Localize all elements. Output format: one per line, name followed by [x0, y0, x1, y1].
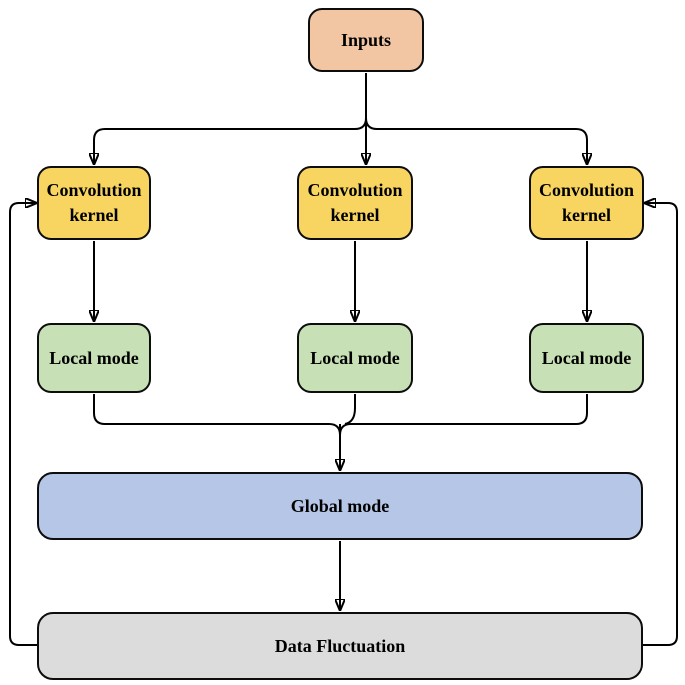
node-convolution-kernel-right: Convolution kernel	[529, 166, 644, 240]
node-convolution-kernel-middle: Convolution kernel	[297, 166, 413, 240]
edge-inputs-to-conv-left	[94, 117, 367, 163]
node-local-mode-middle-label: Local mode	[310, 347, 400, 368]
node-convolution-kernel-left: Convolution kernel	[37, 166, 151, 240]
edge-local-left-to-merge	[93, 394, 341, 436]
node-local-mode-right-label: Local mode	[541, 347, 632, 368]
edge-local-mid-to-merge	[344, 394, 356, 425]
edge-data-feedback-left	[9, 203, 37, 646]
edge-data-feedback-right	[643, 203, 678, 646]
node-data-fluctuation-label: Data Fluctuation	[274, 635, 406, 656]
node-data-fluctuation: Data Fluctuation	[37, 612, 643, 680]
edge-inputs-to-conv-right	[365, 117, 587, 163]
node-convolution-kernel-middle-label: Convolution kernel	[307, 180, 403, 225]
node-convolution-kernel-right-label: Convolution kernel	[538, 180, 635, 225]
node-local-mode-left: Local mode	[37, 323, 151, 393]
edge-local-right-to-merge	[339, 394, 588, 436]
node-local-mode-middle: Local mode	[297, 323, 413, 393]
node-convolution-kernel-left-label: Convolution kernel	[46, 180, 142, 225]
node-inputs: Inputs	[308, 8, 424, 72]
node-global-mode: Global mode	[37, 472, 643, 540]
node-local-mode-left-label: Local mode	[49, 347, 139, 368]
node-local-mode-right: Local mode	[529, 323, 644, 393]
node-global-mode-label: Global mode	[290, 495, 390, 516]
node-inputs-label: Inputs	[340, 29, 392, 50]
